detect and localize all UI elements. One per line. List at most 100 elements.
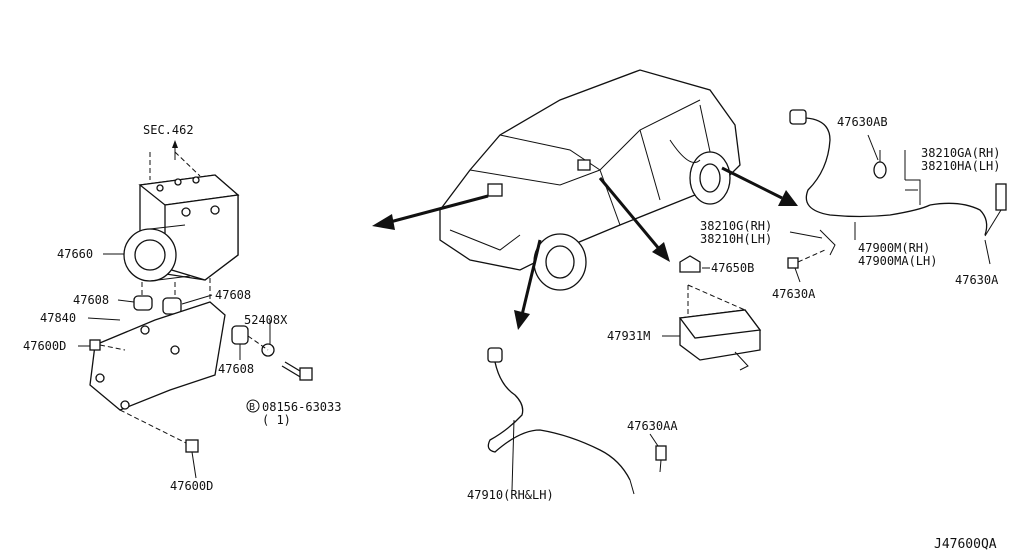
vehicle-outline: [439, 69, 741, 291]
label-47600d-lower: 47600D: [170, 479, 213, 493]
bracket-hole: [170, 345, 180, 355]
actuator-port: [192, 176, 200, 184]
bolt-guide: [119, 409, 191, 446]
collar-guide: [247, 335, 269, 351]
sec-arrowhead: [172, 140, 178, 148]
abs-unit-marker: [487, 183, 503, 197]
label-47608-a: 47608: [73, 293, 109, 307]
label-bolt-qty: ( 1): [262, 413, 291, 427]
label-47630a-left: 47630A: [772, 287, 816, 301]
vehicle-a-pillar: [599, 169, 621, 226]
vehicle-hood: [469, 169, 601, 186]
leader-38210g: [789, 231, 823, 239]
label-47840: 47840: [40, 311, 76, 325]
bracket-38210ga: [905, 179, 921, 205]
label-bolt-badge: B: [249, 402, 255, 413]
bolt-shank: [191, 451, 197, 479]
rear-harness: [669, 139, 701, 163]
yaw-sensor-top: [678, 309, 762, 339]
rear-connector: [789, 109, 807, 125]
label-reference-code: J47600QA: [934, 537, 997, 552]
arrowhead-front: [514, 310, 530, 330]
insulator-47608-center: [162, 297, 182, 315]
bolt-shank: [659, 459, 662, 473]
rear-sensor-shaft: [984, 209, 1002, 237]
front-harness-47910: [487, 361, 631, 481]
rear-harness-47900m: [805, 117, 931, 218]
part-labels: SEC.462 47660 47608 47608 47608 52408X 4…: [23, 115, 1000, 552]
bolt-47600d-lower: [185, 439, 199, 453]
bolt-47600d-upper: [89, 339, 101, 351]
leader-47608a: [117, 299, 135, 303]
bracket-hole: [120, 400, 130, 410]
leader-47630ab: [867, 134, 879, 161]
label-47910: 47910(RH&LH): [467, 488, 554, 502]
bolt-guide: [99, 344, 126, 351]
leader-47630a-right: [984, 239, 991, 265]
sec-leader: [149, 151, 201, 180]
leader-47608b: [181, 294, 213, 305]
leader-47910: [511, 419, 515, 491]
bracket-38210g: [819, 229, 836, 256]
arrow-to-rear-sensor: [721, 166, 783, 200]
rear-hub: [699, 163, 721, 193]
leader-47840: [87, 317, 121, 321]
label-38210g: 38210G(RH): [700, 219, 772, 233]
arrowhead-rear: [778, 190, 798, 206]
label-08156-63033: 08156-63033: [262, 400, 341, 414]
bolt-badge-circle: [246, 399, 260, 413]
rear-sensor-head: [995, 183, 1007, 211]
yaw-sensor-group: [662, 255, 762, 371]
arrowhead-yaw: [652, 242, 670, 262]
label-sec-462: SEC.462: [143, 123, 194, 137]
bolt-47630aa: [655, 445, 667, 461]
label-47600d-upper: 47600D: [23, 339, 66, 353]
bracket-hole: [95, 373, 105, 383]
bolt-47630a: [787, 257, 799, 269]
arrowhead-abs: [372, 214, 395, 230]
label-38210h: 38210H(LH): [700, 232, 772, 246]
bolt-08156-head: [299, 367, 313, 381]
location-arrows: [372, 166, 798, 330]
clip-47630ab: [873, 161, 887, 179]
actuator-port: [174, 178, 182, 186]
sensor-marker: [577, 159, 591, 171]
yaw-sensor-tab: [734, 351, 749, 371]
label-47650b: 47650B: [711, 261, 754, 275]
bracket-hole: [140, 325, 150, 335]
nut-47650b: [679, 255, 701, 273]
front-sensor-group: [487, 347, 667, 495]
leader-47630a-left: [794, 267, 801, 283]
mount-guides: [141, 278, 211, 300]
label-47608-b: 47608: [215, 288, 251, 302]
label-52408x: 52408X: [244, 313, 288, 327]
rear-harness-tail: [929, 202, 988, 236]
label-47900ma: 47900MA(LH): [858, 254, 937, 268]
arrow-to-yaw-sensor: [598, 177, 662, 251]
label-47660: 47660: [57, 247, 93, 261]
motor-outline: [149, 224, 191, 282]
label-47931m: 47931M: [607, 329, 650, 343]
label-38210ha: 38210HA(LH): [921, 159, 1000, 173]
front-hub: [545, 245, 575, 279]
rear-sensor-group: [787, 109, 1007, 283]
label-47900m: 47900M(RH): [858, 241, 930, 255]
abs-actuator-side: [164, 194, 239, 281]
bolt-guide: [797, 249, 826, 263]
insulator-47608-left: [133, 295, 153, 311]
label-38210ga: 38210GA(RH): [921, 146, 1000, 160]
label-47630a-right: 47630A: [955, 273, 999, 287]
label-47608-c: 47608: [218, 362, 254, 376]
leader-47630aa: [649, 433, 659, 447]
actuator-port: [156, 184, 164, 192]
abs-actuator-group: [78, 140, 313, 479]
abs-motor-cap: [134, 239, 166, 271]
vehicle-grille: [449, 229, 521, 251]
front-sensor-tip: [629, 479, 635, 495]
label-47630ab: 47630AB: [837, 115, 888, 129]
arrow-to-abs: [389, 194, 489, 224]
insulator-47608-side: [231, 325, 249, 345]
label-47630aa: 47630AA: [627, 419, 678, 433]
